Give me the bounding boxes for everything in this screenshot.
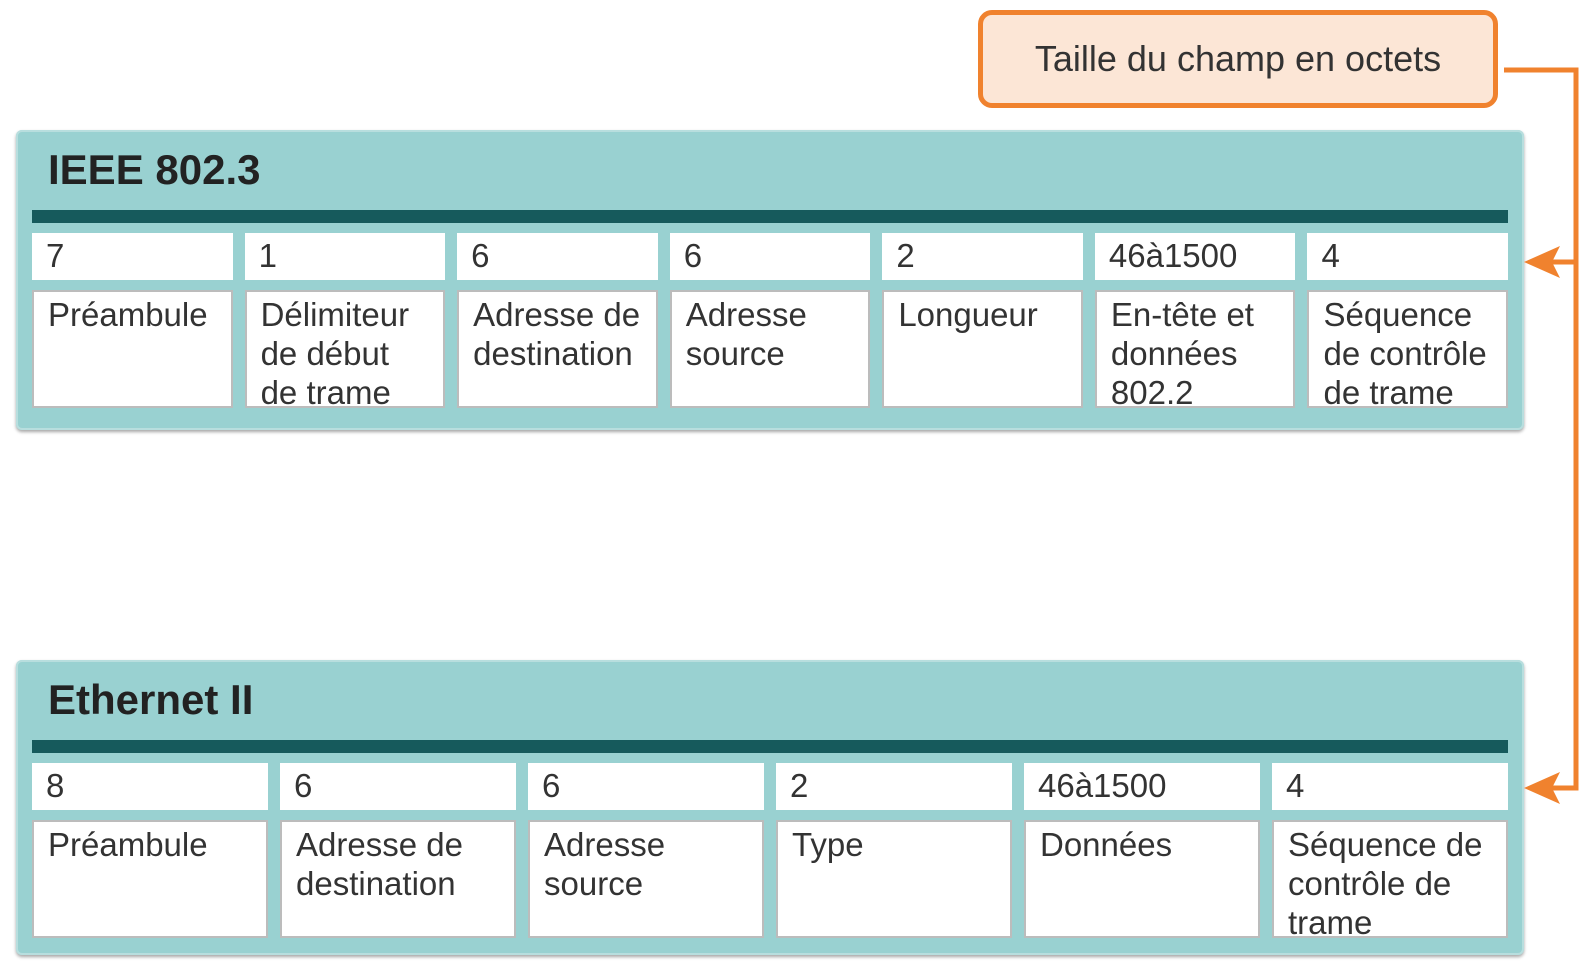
- field-name-cell: Type: [776, 820, 1012, 938]
- frame-title-bar: [32, 740, 1508, 753]
- field-size-cell: 6: [457, 233, 658, 280]
- field-name-cell: Adresse de destination: [457, 290, 658, 408]
- field-name-cell: Adresse de destination: [280, 820, 516, 938]
- field-size-cell: 4: [1272, 763, 1508, 810]
- field-size-cell: 6: [528, 763, 764, 810]
- legend-label: Taille du champ en octets: [1034, 38, 1442, 79]
- field-size-cell: 7: [32, 233, 233, 280]
- field-name-cell: Séquence de contrôle de trame: [1272, 820, 1508, 938]
- arrow-head-icon: [1524, 772, 1560, 804]
- field-name-row: Préambule Adresse de destination Adresse…: [32, 820, 1508, 938]
- field-name-cell: Préambule: [32, 290, 233, 408]
- field-name-cell: Délimiteur de début de trame: [244, 290, 446, 408]
- field-size-cell: 6: [280, 763, 516, 810]
- field-name-cell: Préambule: [32, 820, 268, 938]
- field-size-cell: 8: [32, 763, 268, 810]
- ieee-802-3-frame: IEEE 802.3 7 1 6 6 2 46à1500 4 Préambule…: [16, 130, 1524, 430]
- ethernet-ii-frame: Ethernet II 8 6 6 2 46à1500 4 Préambule …: [16, 660, 1524, 955]
- field-size-cell: 2: [776, 763, 1012, 810]
- field-name-cell: Longueur: [882, 290, 1083, 408]
- field-name-cell: Adresse source: [669, 290, 871, 408]
- field-name-cell: Adresse source: [528, 820, 764, 938]
- field-size-cell: 1: [244, 233, 446, 280]
- field-name-cell: Séquence de contrôle de trame: [1307, 290, 1509, 408]
- field-name-cell: Données: [1024, 820, 1260, 938]
- field-size-cell: 46à1500: [1094, 233, 1296, 280]
- field-name-row: Préambule Délimiteur de début de trame A…: [32, 290, 1509, 408]
- frame-title-bar: [32, 210, 1508, 223]
- arrow-head-icon: [1524, 246, 1560, 278]
- field-name-cell: En-tête et données 802.2: [1094, 290, 1296, 408]
- field-size-cell: 6: [669, 233, 871, 280]
- field-size-cell: 2: [882, 233, 1083, 280]
- field-size-cell: 46à1500: [1024, 763, 1260, 810]
- frame-title: IEEE 802.3: [48, 146, 261, 193]
- field-size-row: 7 1 6 6 2 46à1500 4: [32, 233, 1509, 280]
- field-size-cell: 4: [1307, 233, 1509, 280]
- field-size-legend: Taille du champ en octets: [978, 10, 1498, 108]
- field-size-row: 8 6 6 2 46à1500 4: [32, 763, 1508, 810]
- frame-title: Ethernet II: [48, 676, 254, 723]
